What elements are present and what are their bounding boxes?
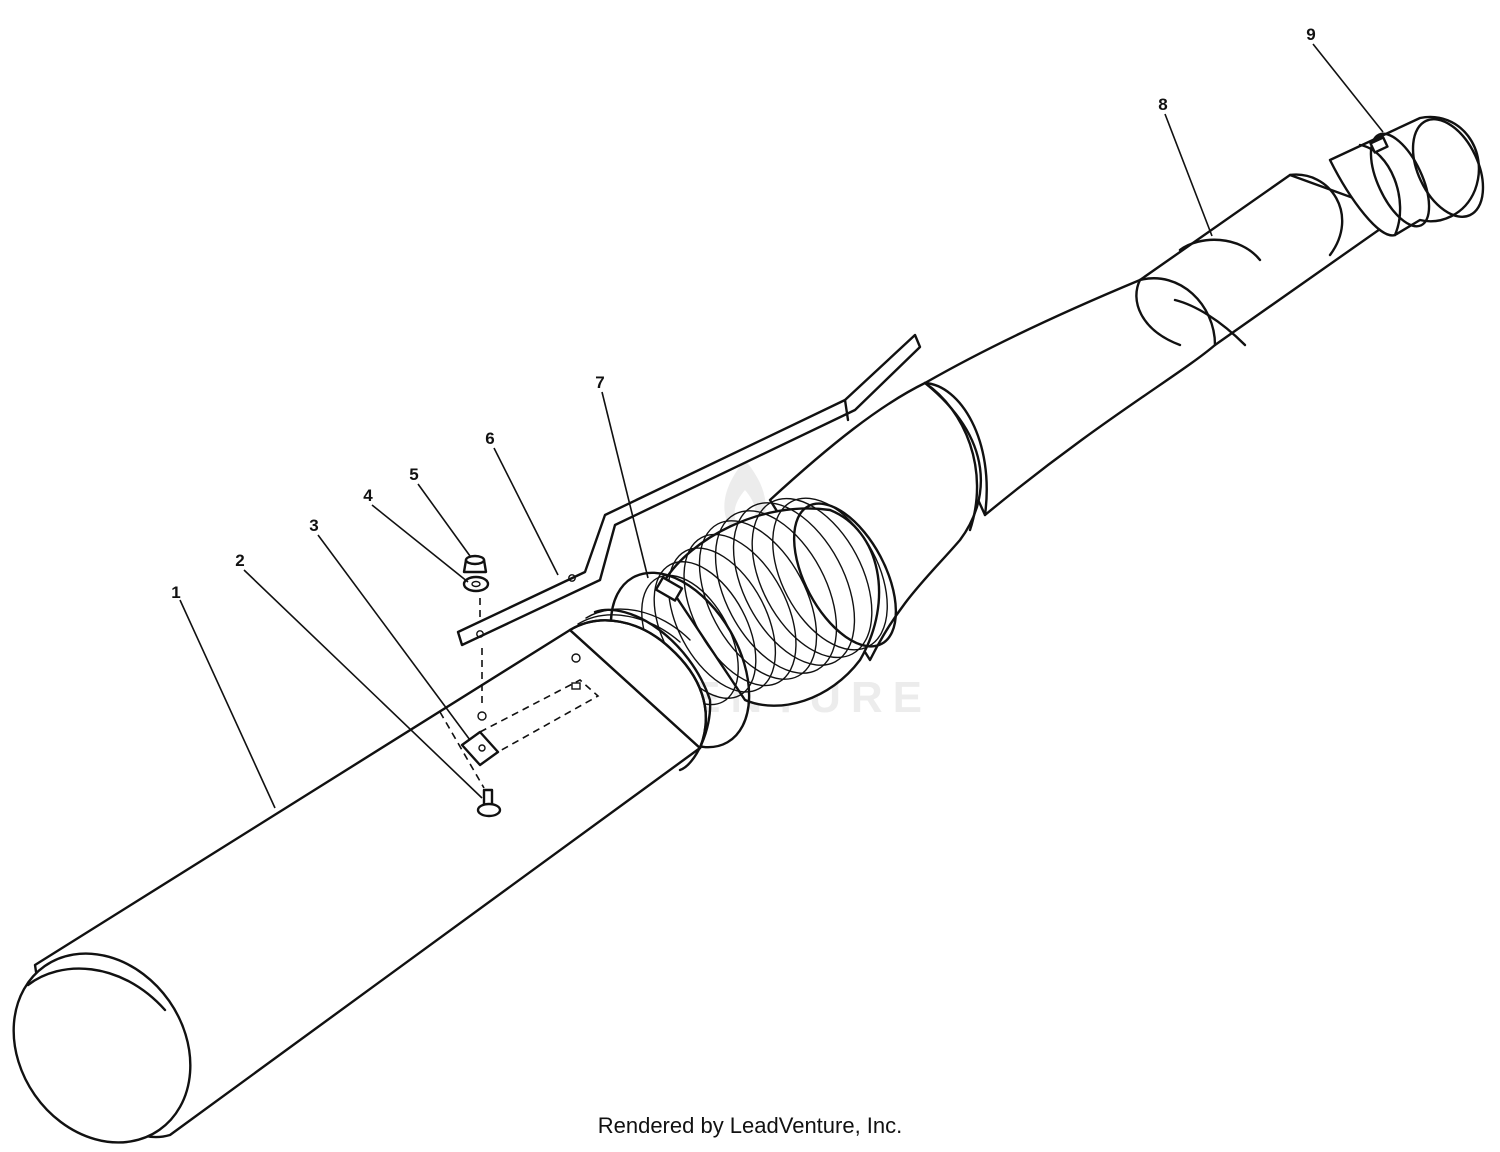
part-3-backing-plate	[460, 679, 600, 767]
callout-4: 4	[363, 486, 373, 505]
callout-3: 3	[309, 516, 318, 535]
callout-2: 2	[235, 551, 244, 570]
callout-labels: 1 2 3 4 5 6 7 8 9	[171, 25, 1315, 602]
flexible-hose	[641, 497, 898, 707]
callout-6: 6	[485, 429, 494, 448]
callout-5: 5	[409, 465, 418, 484]
hose-corrugations	[641, 497, 888, 706]
part-6-handle-bracket	[456, 333, 922, 647]
callout-9: 9	[1306, 25, 1315, 44]
part-4-washer	[462, 575, 490, 593]
callout-8: 8	[1158, 95, 1167, 114]
leader-lines	[179, 43, 1384, 809]
part-8-upper-tube	[923, 173, 1402, 517]
part-1-lower-tube	[12, 608, 712, 1144]
part-5-nut	[462, 554, 488, 574]
tube-ribbed-collar	[568, 608, 712, 772]
part-9-end-ring	[1328, 115, 1485, 237]
callout-7: 7	[595, 373, 604, 392]
assembly-lines	[439, 598, 485, 789]
render-credit: Rendered by LeadVenture, Inc.	[597, 1113, 903, 1138]
part-2-screw	[476, 788, 502, 818]
callout-1: 1	[171, 583, 180, 602]
middle-tube-section	[768, 381, 982, 662]
